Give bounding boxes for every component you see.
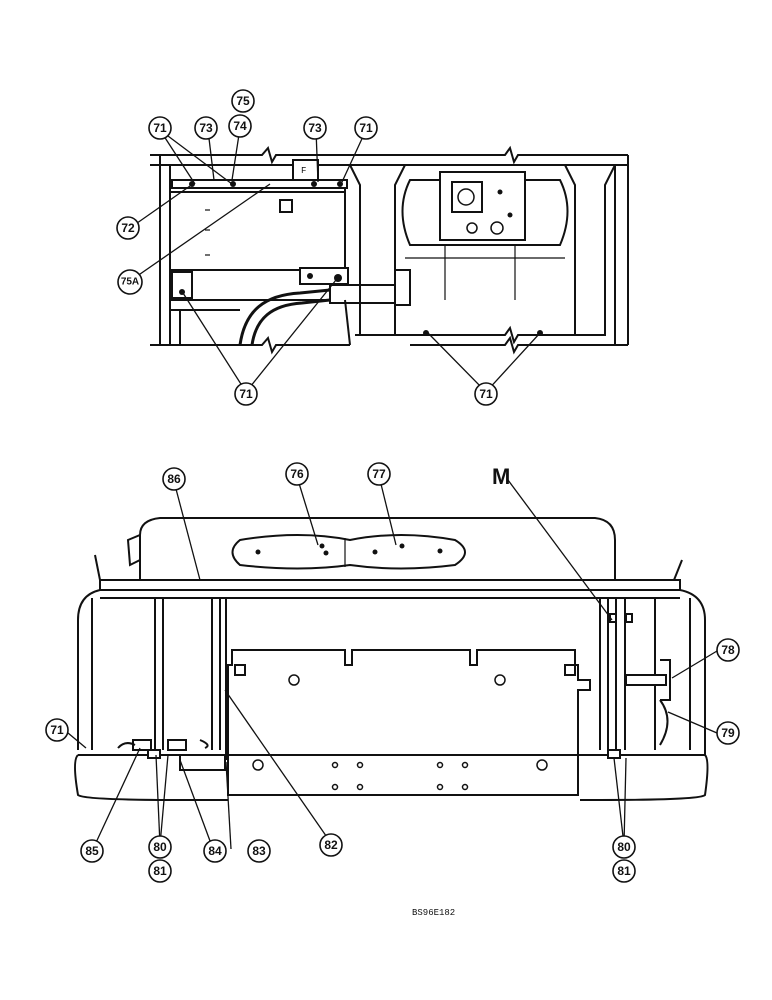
callout-75a: 75A bbox=[117, 269, 143, 295]
callout-86: 86 bbox=[162, 467, 186, 491]
svg-text:78: 78 bbox=[721, 643, 735, 657]
svg-text:76: 76 bbox=[290, 467, 304, 481]
callout-81-left: 81 bbox=[148, 859, 172, 883]
svg-text:73: 73 bbox=[199, 121, 213, 135]
callout-78: 78 bbox=[716, 638, 740, 662]
callout-73-top-left: 73 bbox=[194, 116, 218, 140]
svg-text:74: 74 bbox=[233, 119, 247, 133]
svg-text:84: 84 bbox=[208, 844, 222, 858]
callout-79: 79 bbox=[716, 721, 740, 745]
bottom-view-leaders bbox=[67, 479, 718, 850]
svg-text:71: 71 bbox=[359, 121, 373, 135]
svg-text:73: 73 bbox=[308, 121, 322, 135]
callout-77: 77 bbox=[367, 462, 391, 486]
callout-81-right: 81 bbox=[612, 859, 636, 883]
callout-83: 83 bbox=[247, 839, 271, 863]
callout-84: 84 bbox=[203, 839, 227, 863]
callout-85: 85 bbox=[80, 839, 104, 863]
view-m-indicator: M bbox=[492, 464, 613, 621]
callout-80-right: 80 bbox=[612, 835, 636, 859]
view-label: M bbox=[492, 464, 510, 489]
callout-73-top-right: 73 bbox=[303, 116, 327, 140]
top-view-leaders bbox=[129, 127, 541, 393]
svg-text:83: 83 bbox=[252, 844, 266, 858]
svg-text:82: 82 bbox=[324, 838, 338, 852]
svg-text:81: 81 bbox=[153, 864, 167, 878]
svg-text:71: 71 bbox=[239, 387, 253, 401]
svg-text:85: 85 bbox=[85, 844, 99, 858]
svg-text:80: 80 bbox=[617, 840, 631, 854]
svg-text:79: 79 bbox=[721, 726, 735, 740]
callout-71-bottom-right: 71 bbox=[474, 382, 498, 406]
bottom-view bbox=[74, 517, 709, 801]
svg-text:72: 72 bbox=[121, 221, 135, 235]
callout-80-left: 80 bbox=[148, 835, 172, 859]
svg-text:F: F bbox=[301, 166, 306, 176]
callout-71-bottom-view: 71 bbox=[45, 718, 69, 742]
svg-text:86: 86 bbox=[167, 472, 181, 486]
svg-text:71: 71 bbox=[153, 121, 167, 135]
svg-text:77: 77 bbox=[372, 467, 386, 481]
callout-76: 76 bbox=[285, 462, 309, 486]
svg-text:75: 75 bbox=[236, 94, 250, 108]
callout-71-bottom-left: 71 bbox=[234, 382, 258, 406]
callout-82: 82 bbox=[319, 833, 343, 857]
callout-72: 72 bbox=[116, 216, 140, 240]
svg-text:71: 71 bbox=[50, 723, 64, 737]
callout-71-top-left: 71 bbox=[148, 116, 172, 140]
callout-71-top-right: 71 bbox=[354, 116, 378, 140]
svg-text:71: 71 bbox=[479, 387, 493, 401]
top-view: F bbox=[150, 145, 629, 355]
callout-75: 75 bbox=[231, 89, 255, 113]
drawing-code: BS96E182 bbox=[412, 908, 455, 918]
svg-text:81: 81 bbox=[617, 864, 631, 878]
callout-74: 74 bbox=[228, 114, 252, 138]
svg-text:80: 80 bbox=[153, 840, 167, 854]
svg-text:75A: 75A bbox=[121, 277, 139, 288]
